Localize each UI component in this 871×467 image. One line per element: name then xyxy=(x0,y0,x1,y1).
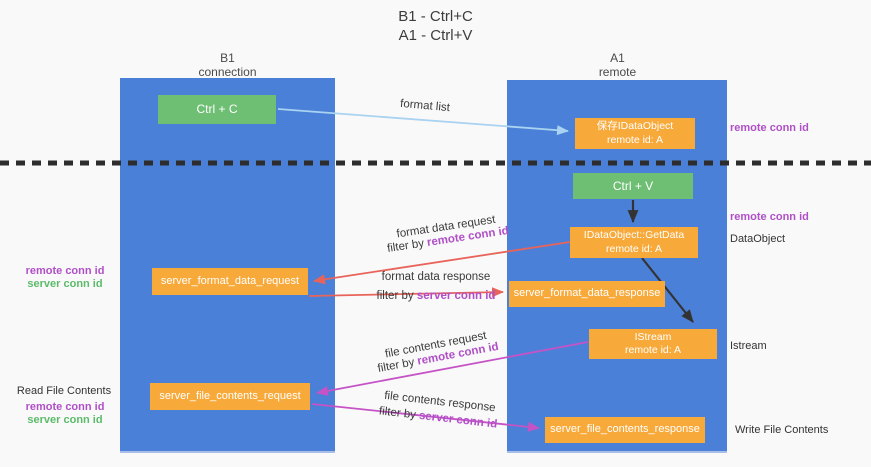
page-title: B1 - Ctrl+C A1 - Ctrl+V xyxy=(0,7,871,45)
node-save-idataobject-line2: remote id: A xyxy=(606,133,664,146)
node-server-file-contents-request: server_file_contents_request xyxy=(150,383,310,410)
column-a1-name: A1 xyxy=(610,51,625,65)
format-list-text: format list xyxy=(399,97,451,115)
left-label-server-conn-id-bottom: server conn id xyxy=(27,414,103,426)
right-label-remote-conn-id-mid: remote conn id xyxy=(730,211,809,223)
edge-label-format-list: format list xyxy=(365,95,486,117)
column-header-a1: A1 remote xyxy=(550,51,685,79)
node-istream: IStream remote id: A xyxy=(589,329,717,359)
edge-label-file-contents-response: file contents response filter by server … xyxy=(373,389,505,432)
column-b1-role: connection xyxy=(198,65,257,79)
node-server-format-data-request: server_format_data_request xyxy=(152,268,308,295)
node-istream-line1: IStream xyxy=(634,330,672,343)
node-getdata-line1: IDataObject::GetData xyxy=(583,229,685,242)
column-header-b1: B1 connection xyxy=(160,51,295,79)
edge-label-format-data-request: format data request filter by remote con… xyxy=(377,211,517,256)
node-save-idataobject: 保存IDataObject remote id: A xyxy=(575,118,695,149)
node-idataobject-getdata: IDataObject::GetData remote id: A xyxy=(570,227,698,258)
format-data-response-text: format data response xyxy=(381,271,491,283)
left-label-remote-conn-id-bottom: remote conn id xyxy=(25,401,105,413)
node-server-file-contents-response-label: server_file_contents_response xyxy=(550,423,700,436)
filter-by-prefix: filter by xyxy=(378,405,420,422)
node-server-format-data-response: server_format_data_response xyxy=(509,281,665,307)
left-label-server-conn-id-mid: server conn id xyxy=(27,278,103,290)
node-getdata-line2: remote id: A xyxy=(605,242,663,255)
right-label-dataobject: DataObject xyxy=(730,233,786,245)
edge-label-format-data-response: format data response filter by server co… xyxy=(372,271,500,302)
left-label-read-file-contents: Read File Contents xyxy=(16,385,112,397)
node-server-file-contents-response: server_file_contents_response xyxy=(545,417,705,443)
node-ctrl-v-label: Ctrl + V xyxy=(612,178,654,193)
column-a1-role: remote xyxy=(598,65,637,79)
right-label-write-file-contents: Write File Contents xyxy=(735,424,829,436)
edge-label-file-contents-request: file contents request filter by remote c… xyxy=(373,328,501,376)
node-ctrl-c-label: Ctrl + C xyxy=(196,102,238,116)
node-save-idataobject-line1: 保存IDataObject xyxy=(596,120,674,133)
node-server-format-data-response-label: server_format_data_response xyxy=(513,287,661,300)
right-label-remote-conn-id-top: remote conn id xyxy=(730,122,809,134)
node-ctrl-v: Ctrl + V xyxy=(573,173,693,199)
left-label-remote-conn-id-mid: remote conn id xyxy=(25,265,105,277)
node-istream-line2: remote id: A xyxy=(624,344,682,356)
format-data-response-filter: filter by server conn id xyxy=(372,290,500,302)
node-server-format-data-request-label: server_format_data_request xyxy=(160,274,300,287)
node-server-file-contents-request-label: server_file_contents_request xyxy=(159,389,301,402)
title-line-1: B1 - Ctrl+C xyxy=(398,8,473,25)
node-ctrl-c: Ctrl + C xyxy=(158,95,276,124)
column-b1-name: B1 xyxy=(220,51,235,65)
filter-by-prefix: filter by xyxy=(376,290,417,302)
title-line-2: A1 - Ctrl+V xyxy=(398,27,473,44)
right-label-istream: Istream xyxy=(730,340,767,352)
server-conn-id-key: server conn id xyxy=(416,290,496,302)
